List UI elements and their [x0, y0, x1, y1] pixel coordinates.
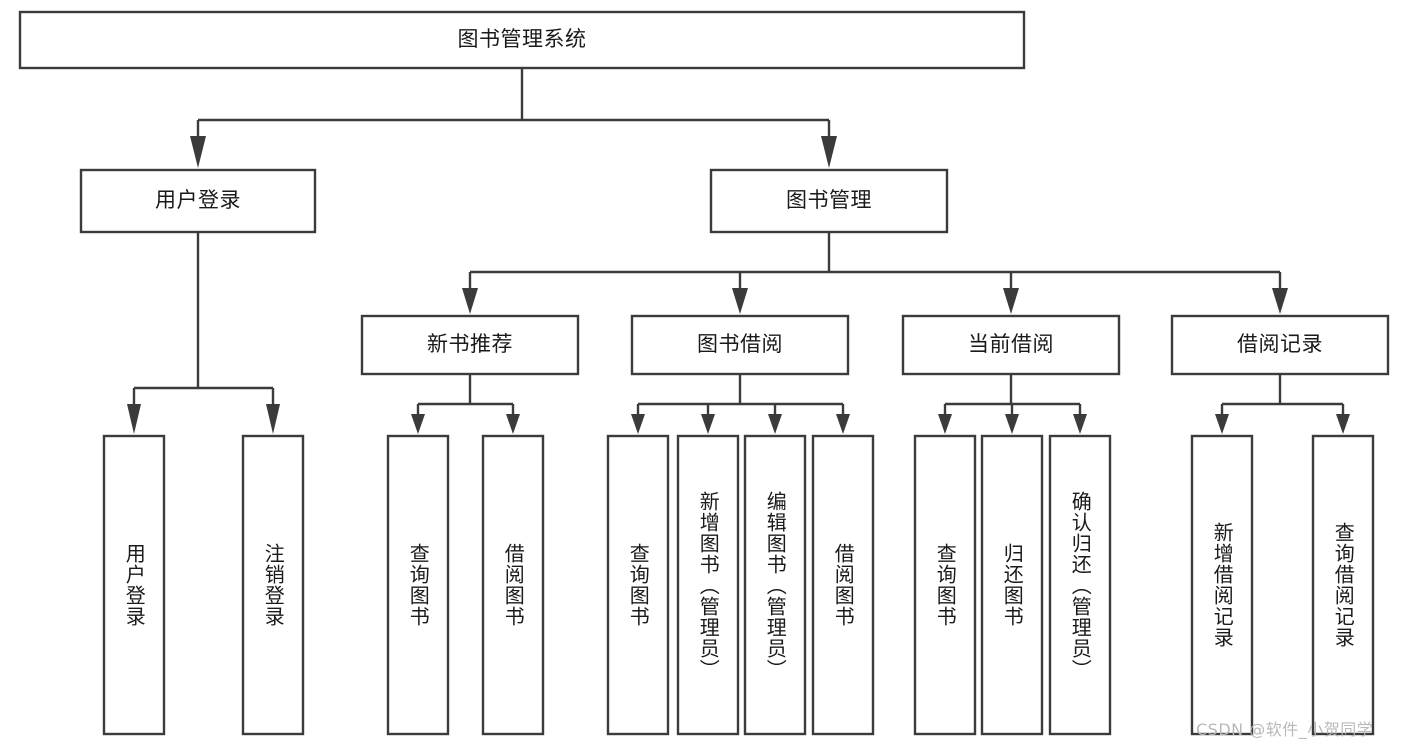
node-box-book-management[interactable] [709, 168, 949, 234]
node-box-leaf-user-login[interactable] [102, 434, 166, 736]
arrow-head-leaf-query-borrow-record [1336, 414, 1350, 434]
node-box-leaf-edit-book-admin[interactable] [743, 434, 807, 736]
node-box-leaf-borrow-book-recommend[interactable] [481, 434, 545, 736]
connector-group-user-login-to-leaves [127, 232, 280, 434]
arrow-head-borrow-records [1272, 288, 1288, 314]
arrow-head-user-login [190, 136, 206, 168]
arrow-head-leaf-confirm-return-admin [1073, 414, 1087, 434]
node-box-leaf-query-borrow-record[interactable] [1311, 434, 1375, 736]
node-box-book-borrow[interactable] [630, 314, 850, 376]
arrow-head-leaf-query-book-current [938, 414, 952, 434]
connector-group-book-management-to-level3 [462, 232, 1288, 314]
node-box-leaf-confirm-return-admin[interactable] [1048, 434, 1112, 736]
connector-group-borrow-records-to-leaves [1215, 374, 1350, 434]
arrow-head-leaf-user-login [127, 404, 141, 434]
node-box-leaf-borrow-book[interactable] [811, 434, 875, 736]
node-box-user-login[interactable] [79, 168, 317, 234]
connector-group-book-borrow-to-leaves [631, 374, 850, 434]
arrow-head-leaf-add-book-admin [701, 414, 715, 434]
node-box-current-borrow[interactable] [901, 314, 1121, 376]
arrow-head-leaf-logout [266, 404, 280, 434]
arrow-head-leaf-query-book-borrow [631, 414, 645, 434]
arrow-head-leaf-add-borrow-record [1215, 414, 1229, 434]
node-box-leaf-logout[interactable] [241, 434, 305, 736]
node-box-leaf-query-book-recommend[interactable] [386, 434, 450, 736]
arrow-head-book-management [821, 136, 837, 168]
node-box-new-book-recommend[interactable] [360, 314, 580, 376]
arrow-head-current-borrow [1003, 288, 1019, 314]
connector-group-new-book-recommend-to-leaves [411, 374, 520, 434]
node-box-root[interactable] [18, 10, 1026, 70]
node-box-leaf-query-book-current[interactable] [913, 434, 977, 736]
arrow-head-leaf-return-book [1005, 414, 1019, 434]
arrow-head-leaf-borrow-book-recommend [506, 414, 520, 434]
connector-group-root-to-level2 [190, 68, 837, 168]
arrow-head-new-book-recommend [462, 288, 478, 314]
node-box-leaf-return-book[interactable] [980, 434, 1044, 736]
arrow-head-leaf-query-book-recommend [411, 414, 425, 434]
arrow-head-leaf-borrow-book [836, 414, 850, 434]
node-box-borrow-records[interactable] [1170, 314, 1390, 376]
arrow-head-book-borrow [732, 288, 748, 314]
node-box-leaf-add-borrow-record[interactable] [1190, 434, 1254, 736]
node-box-leaf-add-book-admin[interactable] [676, 434, 740, 736]
connector-group-current-borrow-to-leaves [938, 374, 1087, 434]
node-box-leaf-query-book-borrow[interactable] [606, 434, 670, 736]
arrow-head-leaf-edit-book-admin [768, 414, 782, 434]
